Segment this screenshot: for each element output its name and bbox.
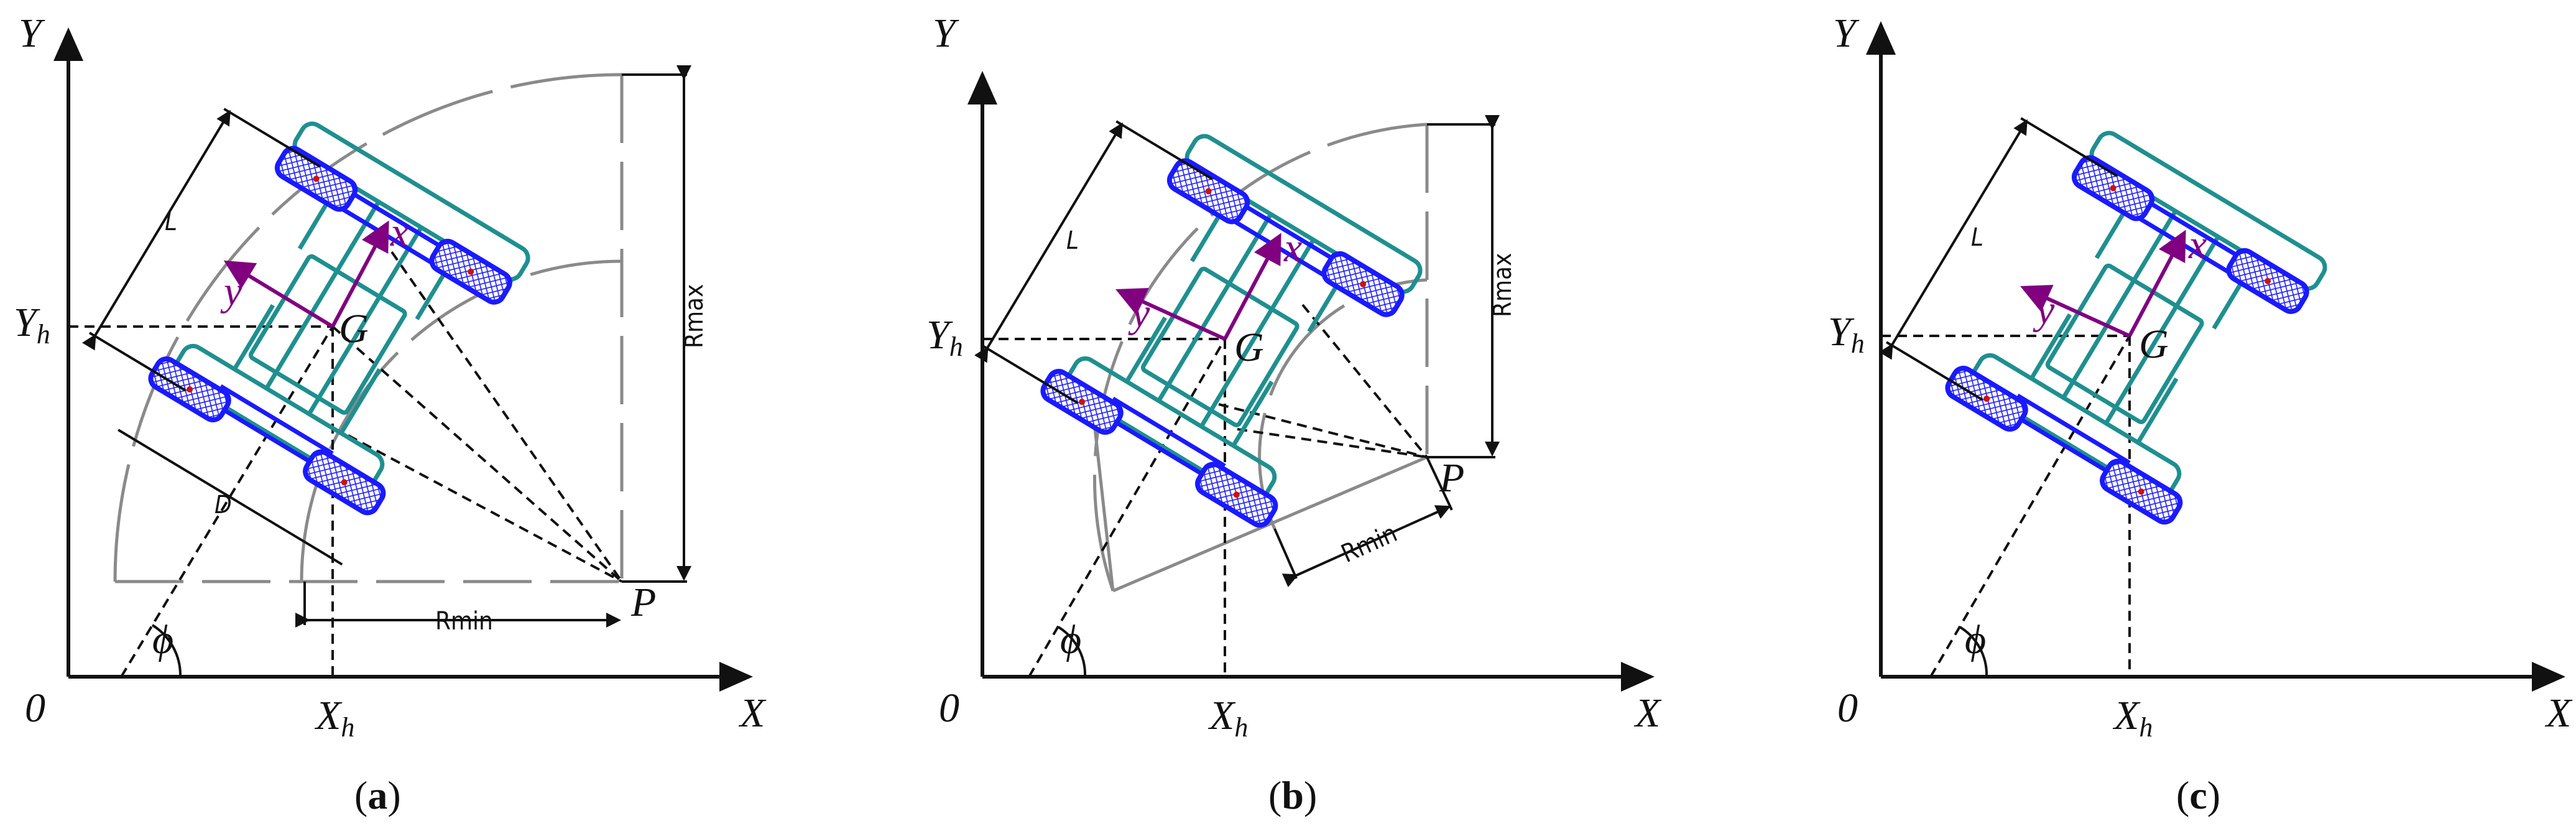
pivot-label: P [1439, 455, 1464, 501]
xh-label: Xh [314, 693, 354, 743]
rmin-label: Rmin [435, 607, 493, 636]
vector-y [2020, 285, 2131, 338]
yh-label: Yh [14, 300, 50, 350]
length-label: L [165, 208, 177, 236]
x-axis-label: X [1633, 690, 1662, 736]
y-axis-label: Y [1833, 11, 1860, 56]
caption-c: (c) [2176, 773, 2220, 817]
inner-arc [300, 259, 622, 582]
tractor-b [974, 120, 1424, 531]
vector-y-label: y [1128, 290, 1150, 336]
angle-arc [1959, 626, 1988, 677]
length-label: L [1066, 226, 1079, 255]
yh-label: Yh [926, 312, 963, 362]
origin-label: 0 [939, 685, 959, 731]
vector-y-label: y [2033, 287, 2055, 333]
y-axis-label: Y [19, 11, 45, 56]
x-axis-label: X [738, 690, 767, 736]
vector-x-label: x [2188, 222, 2207, 267]
y-axis-label: Y [933, 11, 959, 56]
rmax-label: Rmax [1489, 253, 1517, 317]
origin-label: 0 [1837, 685, 1858, 731]
angle-label: ϕ [152, 617, 173, 662]
width-label: D [215, 491, 232, 519]
heading-line [1028, 338, 1226, 678]
yh-label: Yh [1828, 309, 1865, 359]
xh-label: Xh [2112, 693, 2153, 743]
rmax-label: Rmax [680, 284, 709, 348]
vector-x-label: x [1283, 225, 1302, 271]
angle-arc [1057, 626, 1087, 677]
caption-b: (b) [1268, 773, 1317, 817]
angle-arc [151, 624, 182, 677]
vector-x-label: x [390, 210, 409, 255]
x-axis-label: X [2544, 690, 2573, 736]
vector-x [331, 220, 389, 328]
origin-label: 0 [25, 685, 45, 731]
panel-c: Y X 0 Yh Xh ϕ L x y G (c) [1828, 11, 2573, 817]
pivot-label: P [630, 580, 656, 625]
rmin-label: Rmin [1337, 519, 1401, 568]
center-label: G [339, 306, 369, 351]
vector-y [223, 260, 334, 328]
rmin-dimension [1281, 505, 1451, 588]
length-label: L [1971, 223, 1983, 252]
vector-x [2128, 230, 2186, 337]
caption-a: (a) [354, 773, 401, 817]
outer-arc [1093, 123, 1428, 592]
center-label: G [1234, 325, 1264, 370]
xh-label: Xh [1207, 693, 1248, 743]
angle-label: ϕ [1965, 617, 1986, 662]
vector-x [1223, 233, 1281, 340]
vector-y [1115, 288, 1226, 341]
heading-line [1929, 335, 2131, 678]
tractor-a [81, 108, 532, 566]
tractor-c [1878, 117, 2329, 527]
angle-label: ϕ [1060, 617, 1081, 662]
vector-y-label: y [220, 269, 242, 314]
center-label: G [2139, 322, 2169, 367]
panel-b: Y X 0 Rmax Rmin P Yh Xh ϕ [926, 11, 1662, 817]
panel-a: Y X 0 Rmax Rmin P Yh Xh ϕ [14, 11, 767, 817]
